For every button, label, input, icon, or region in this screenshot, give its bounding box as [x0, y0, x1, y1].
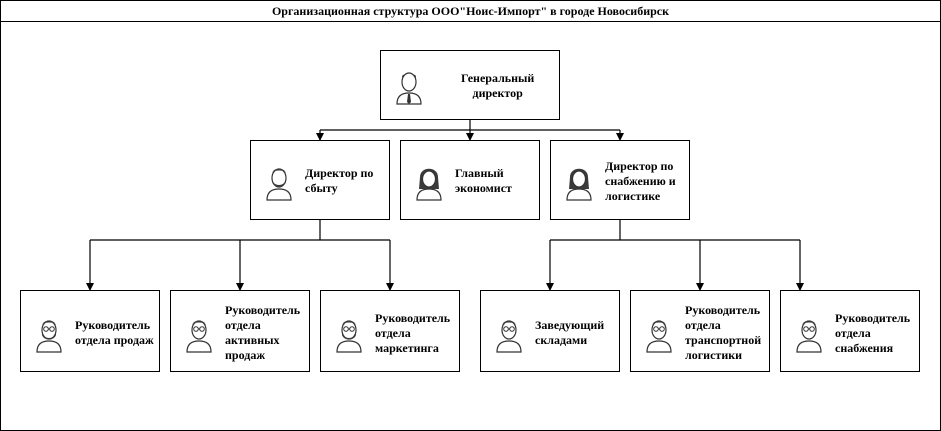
man-glasses-avatar-icon — [646, 320, 672, 353]
woman-avatar-icon — [416, 168, 442, 201]
node-head-active-sales: Руководитель отдела активных продаж — [170, 290, 310, 372]
node-ceo: Генеральный директор — [380, 50, 560, 120]
node-head-sales: Руководитель отдела продаж — [20, 290, 160, 372]
man-glasses-avatar-icon — [496, 320, 522, 353]
node-head-marketing-label: Руководитель отдела маркетинга — [375, 311, 451, 355]
node-head-transport-label: Руководитель отдела транспортной логисти… — [685, 303, 762, 362]
node-head-supply-label: Руководитель отдела снабжения — [835, 311, 911, 355]
man-tie-avatar-icon — [396, 72, 422, 105]
node-head-supply: Руководитель отдела снабжения — [780, 290, 920, 372]
node-sales-director: Директор по сбыту — [250, 140, 390, 220]
node-warehouse-manager: Заведующий складами — [480, 290, 620, 372]
node-supply-director-label: Директор по снабжению и логистике — [605, 159, 676, 203]
edge-supply-dir-bus — [550, 220, 800, 241]
man-glasses-avatar-icon — [186, 320, 212, 353]
node-head-active-sales-label: Руководитель отдела активных продаж — [225, 303, 301, 362]
node-head-sales-label: Руководитель отдела продаж — [75, 318, 154, 347]
node-chief-economist-label: Главный экономист — [455, 166, 512, 195]
man-beard-glasses-avatar-icon — [36, 320, 62, 353]
node-chief-economist: Главный экономист — [400, 140, 540, 220]
edge-sales-dir-bus — [90, 220, 390, 241]
node-supply-director: Директор по снабжению и логистике — [550, 140, 690, 220]
man-beard-avatar-icon — [266, 168, 292, 201]
node-ceo-label: Генеральный директор — [461, 71, 535, 100]
node-warehouse-manager-label: Заведующий складами — [535, 318, 605, 347]
diagram-title: Организационная структура ООО"Ноис-Импор… — [1, 1, 940, 22]
node-head-transport: Руководитель отдела транспортной логисти… — [630, 290, 770, 372]
node-sales-director-label: Директор по сбыту — [305, 166, 374, 195]
node-head-marketing: Руководитель отдела маркетинга — [320, 290, 460, 372]
man-glasses-avatar-icon — [796, 320, 822, 353]
man-beard-glasses-avatar-icon — [336, 320, 362, 353]
woman-avatar-icon — [566, 168, 592, 201]
